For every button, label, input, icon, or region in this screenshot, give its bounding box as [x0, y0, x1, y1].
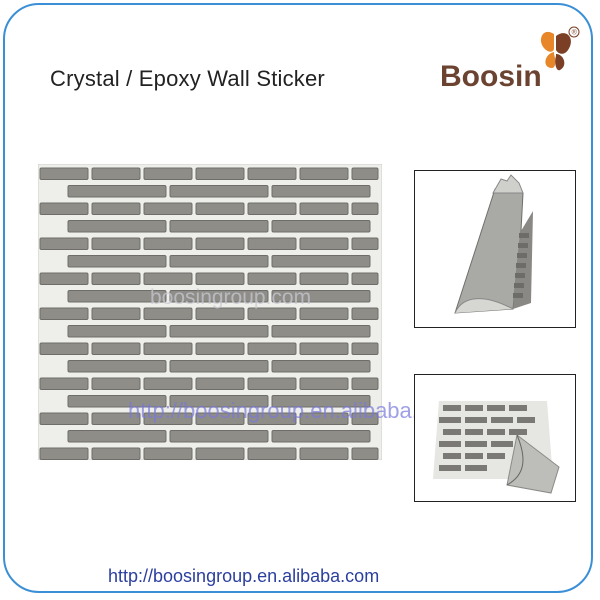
brick-tile — [169, 395, 269, 408]
brick-tile — [247, 412, 297, 425]
brick-tile — [143, 377, 193, 390]
brick-tile — [195, 377, 245, 390]
brick-tile — [351, 272, 379, 285]
brick-tile — [247, 377, 297, 390]
brick-tile — [195, 447, 245, 460]
brick-tile — [39, 237, 89, 250]
watermark-url: http://boosingroup.en.alibaba.com — [128, 398, 460, 423]
brick-tile — [39, 272, 89, 285]
brick-tile — [299, 307, 349, 320]
brick-tile — [195, 307, 245, 320]
brick-tile — [351, 307, 379, 320]
brick-tile — [351, 167, 379, 180]
brick-tile — [91, 447, 141, 460]
brick-tile — [67, 395, 167, 408]
brick-tile — [67, 325, 167, 338]
brick-tile — [91, 377, 141, 390]
brick-tile — [169, 430, 269, 443]
brick-tile — [91, 272, 141, 285]
butterfly-logo-icon: ® — [540, 26, 580, 71]
brick-tile — [247, 202, 297, 215]
brick-tile — [39, 447, 89, 460]
brick-tile — [39, 307, 89, 320]
brick-tile — [195, 167, 245, 180]
brick-tile — [67, 220, 167, 233]
brick-tile — [143, 412, 193, 425]
brick-tile — [169, 255, 269, 268]
brick-tile — [299, 377, 349, 390]
rolled-sticker-photo — [414, 170, 576, 328]
brick-tile — [195, 342, 245, 355]
brick-tile — [39, 167, 89, 180]
brick-tile — [91, 167, 141, 180]
brick-tile — [39, 377, 89, 390]
peeled-sticker-photo — [414, 374, 576, 502]
watermark-domain: boosingroup.com — [150, 286, 312, 309]
brick-tile — [143, 342, 193, 355]
brick-tile — [271, 430, 371, 443]
wall-sticker-panel-image — [38, 164, 382, 460]
brick-tile — [169, 290, 269, 303]
brick-tile — [271, 185, 371, 198]
brick-tile — [143, 447, 193, 460]
brick-tile — [299, 237, 349, 250]
product-title: Crystal / Epoxy Wall Sticker — [50, 66, 325, 91]
brick-tile — [351, 342, 379, 355]
brick-tile — [91, 307, 141, 320]
brick-tile — [169, 325, 269, 338]
brick-tile — [67, 255, 167, 268]
brick-tile — [67, 290, 167, 303]
brick-tile — [351, 447, 379, 460]
footer-url: http://boosingroup.en.alibaba.com — [108, 566, 380, 586]
brick-tile — [351, 377, 379, 390]
brick-tile — [169, 360, 269, 373]
brick-tile — [299, 447, 349, 460]
brick-tile — [299, 412, 349, 425]
brick-tile — [91, 412, 141, 425]
brick-tile — [143, 202, 193, 215]
brick-tile — [351, 412, 379, 425]
brick-tile — [169, 185, 269, 198]
brand-name: Boosin — [440, 60, 542, 93]
brick-tile — [195, 237, 245, 250]
brick-tile — [91, 202, 141, 215]
brick-tile — [247, 237, 297, 250]
brick-tile — [247, 342, 297, 355]
brick-tile — [271, 220, 371, 233]
brick-tile — [195, 202, 245, 215]
brick-tile — [143, 272, 193, 285]
brick-tile — [67, 430, 167, 443]
brick-tile — [39, 412, 89, 425]
brick-tile — [195, 272, 245, 285]
brick-tile — [169, 220, 269, 233]
brick-tile — [143, 237, 193, 250]
brick-tile — [39, 342, 89, 355]
brick-tile — [91, 237, 141, 250]
brick-tile — [143, 307, 193, 320]
brick-tile — [299, 167, 349, 180]
registered-mark: ® — [572, 29, 578, 37]
brick-tile — [299, 202, 349, 215]
brick-tile — [351, 202, 379, 215]
brick-tile — [67, 185, 167, 198]
brick-tile — [67, 360, 167, 373]
brick-tile — [271, 255, 371, 268]
brick-tile — [39, 202, 89, 215]
brick-tile — [247, 307, 297, 320]
brick-tile — [271, 290, 371, 303]
brick-tile — [271, 360, 371, 373]
page-frame — [3, 3, 593, 593]
brick-tile — [91, 342, 141, 355]
brick-tile — [247, 447, 297, 460]
brick-tile — [351, 237, 379, 250]
brick-tile — [299, 272, 349, 285]
brick-tile — [247, 272, 297, 285]
brick-tile — [299, 342, 349, 355]
brick-tile — [143, 167, 193, 180]
brick-tile — [195, 412, 245, 425]
brick-tile — [271, 325, 371, 338]
brick-tile — [247, 167, 297, 180]
brick-tile — [271, 395, 371, 408]
